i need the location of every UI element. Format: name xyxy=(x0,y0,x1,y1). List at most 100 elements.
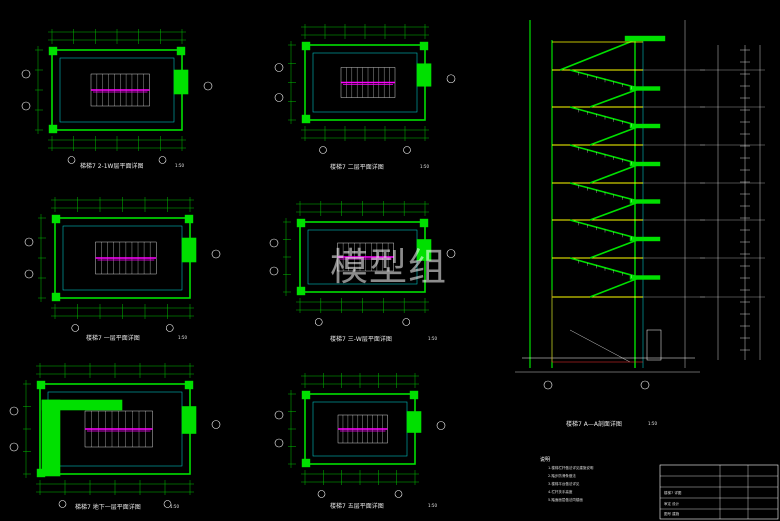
plan-1-axis-2 xyxy=(158,156,167,164)
titleblock-row1: 楼梯7 详图 xyxy=(664,491,682,495)
plan-3-axis-a xyxy=(24,237,34,247)
plan-6-column-tr xyxy=(409,390,419,400)
section-landing-5 xyxy=(629,275,661,280)
titleblock-row2: 审定 设计 xyxy=(664,502,680,506)
section-door xyxy=(646,329,662,361)
plan-5-axis-a xyxy=(9,406,19,416)
plan-5-axis-2 xyxy=(163,500,172,508)
plan-3-axis-2 xyxy=(165,324,174,332)
plan-1-column-bl xyxy=(48,124,58,134)
plan-2-column-tl xyxy=(301,41,311,51)
plan-1-column-tr xyxy=(176,46,186,56)
plan-4-axis-a xyxy=(269,238,279,248)
plan-5-column-tr xyxy=(184,380,194,390)
section-top-flight xyxy=(559,39,636,71)
plan-5-axis-b xyxy=(9,442,19,452)
plan-5-top-beam xyxy=(41,399,123,411)
plan-1-column-tl xyxy=(48,46,58,56)
plan-2-column-tr xyxy=(419,41,429,51)
plan-3-column-right xyxy=(181,237,197,263)
plan-4-column-bl xyxy=(296,286,306,296)
plan-scale-6: 1:50 xyxy=(428,503,437,508)
plan-3-axis-c xyxy=(211,249,221,259)
plan-5-axis-1 xyxy=(58,500,67,508)
plan-1-axis-b xyxy=(21,101,31,111)
plan-3-axis-1 xyxy=(71,324,80,332)
plan-scale-3: 1:50 xyxy=(178,335,187,340)
plan-3-column-tr xyxy=(184,214,194,224)
plan-4-axis-2 xyxy=(402,318,411,326)
plan-2-axis-b xyxy=(274,93,284,102)
plan-6-axis-2 xyxy=(394,490,403,498)
plan-2-axis-1 xyxy=(319,146,327,154)
plan-title-1: 梯梯7 2-1W层平面详图 xyxy=(80,163,144,170)
section-flight-down-0 xyxy=(589,87,641,108)
plan-4-axis-c xyxy=(446,249,456,258)
plan-5-thick-wall xyxy=(41,399,61,477)
plan-scale-2: 1:50 xyxy=(420,164,429,169)
plan-scale-1: 1:50 xyxy=(175,163,184,168)
plan-title-3: 楼梯7 一层平面详图 xyxy=(86,335,140,342)
plan-scale-5: 1:50 xyxy=(170,504,179,509)
plan-scale-4: 1:50 xyxy=(428,336,437,341)
titleblock-frame xyxy=(659,464,779,520)
plan-title-5: 梯梯7 地下一层平面详图 xyxy=(75,504,141,511)
plan-6-axis-a xyxy=(274,410,284,420)
section-flight-down-5 xyxy=(589,276,641,298)
plan-4-column-tl xyxy=(296,218,306,228)
note-line-3: 3.楼梯平台做法详见 xyxy=(548,482,580,486)
plan-3-column-bl xyxy=(51,292,61,302)
plan-4-axis-b xyxy=(269,266,279,276)
plan-1-axis-a xyxy=(21,69,31,79)
section-roof-landing xyxy=(624,35,666,42)
section-flight-down-3 xyxy=(589,200,641,221)
note-line-1: 1.楼梯栏杆做法详见建施说明 xyxy=(548,466,594,470)
notes-heading: 说明 xyxy=(540,457,551,463)
section-landing-0 xyxy=(629,86,661,91)
plan-3-axis-b xyxy=(24,269,34,279)
watermark-text: 模型组 xyxy=(330,245,448,289)
section-landing-3 xyxy=(629,199,661,204)
section-axis-circle-2 xyxy=(640,380,650,390)
section-title: 楼梯7 A—A剖面详图 xyxy=(566,421,622,428)
plan-6-axis-c xyxy=(436,421,446,430)
section-flight-down-2 xyxy=(589,163,641,184)
titleblock-row3: 图号 建施 xyxy=(664,512,680,516)
plan-6-column-right xyxy=(406,411,422,433)
plan-2-column-bl xyxy=(301,114,311,124)
plan-4-column-right xyxy=(416,239,432,261)
plan-3-column-tl xyxy=(51,214,61,224)
section-flight-down-1 xyxy=(589,125,641,146)
plan-6-column-bl xyxy=(301,458,311,468)
plan-1-column-right xyxy=(173,69,189,95)
section-base-flight xyxy=(569,329,631,363)
plan-1-axis-c xyxy=(203,81,213,91)
plan-5-column-tl xyxy=(36,380,46,390)
section-landing-2 xyxy=(629,161,661,167)
section-landing-4 xyxy=(629,236,661,242)
plan-6-axis-1 xyxy=(317,490,326,498)
section-flight-down-4 xyxy=(589,238,641,259)
plan-6-axis-b xyxy=(274,438,284,448)
plan-1-axis-1 xyxy=(67,156,76,164)
plan-4-axis-1 xyxy=(314,318,323,326)
plan-title-4: 楼梯7 三-W层平面详图 xyxy=(330,336,392,343)
note-line-5: 5.踏面面层做法同楼面 xyxy=(548,498,583,502)
section-axis-circle-1 xyxy=(543,380,553,390)
plan-title-6: 楼梯7 五层平面详图 xyxy=(330,503,384,510)
section-landing-1 xyxy=(629,123,661,129)
plan-2-column-right xyxy=(416,63,432,87)
plan-2-axis-2 xyxy=(403,146,411,154)
plan-4-column-tr xyxy=(419,218,429,228)
section-scale: 1:50 xyxy=(648,421,657,426)
plan-2-axis-c xyxy=(446,74,456,84)
plan-5-column-right xyxy=(181,406,197,434)
note-line-2: 2.踏步防滑条做法 xyxy=(548,474,576,478)
plan-title-2: 楼梯7 二层平面详图 xyxy=(330,164,384,171)
plan-5-axis-c xyxy=(211,420,221,429)
note-line-4: 4.栏杆扶手高度 xyxy=(548,490,573,494)
plan-2-axis-a xyxy=(274,63,284,72)
plan-6-column-tl xyxy=(301,390,311,400)
